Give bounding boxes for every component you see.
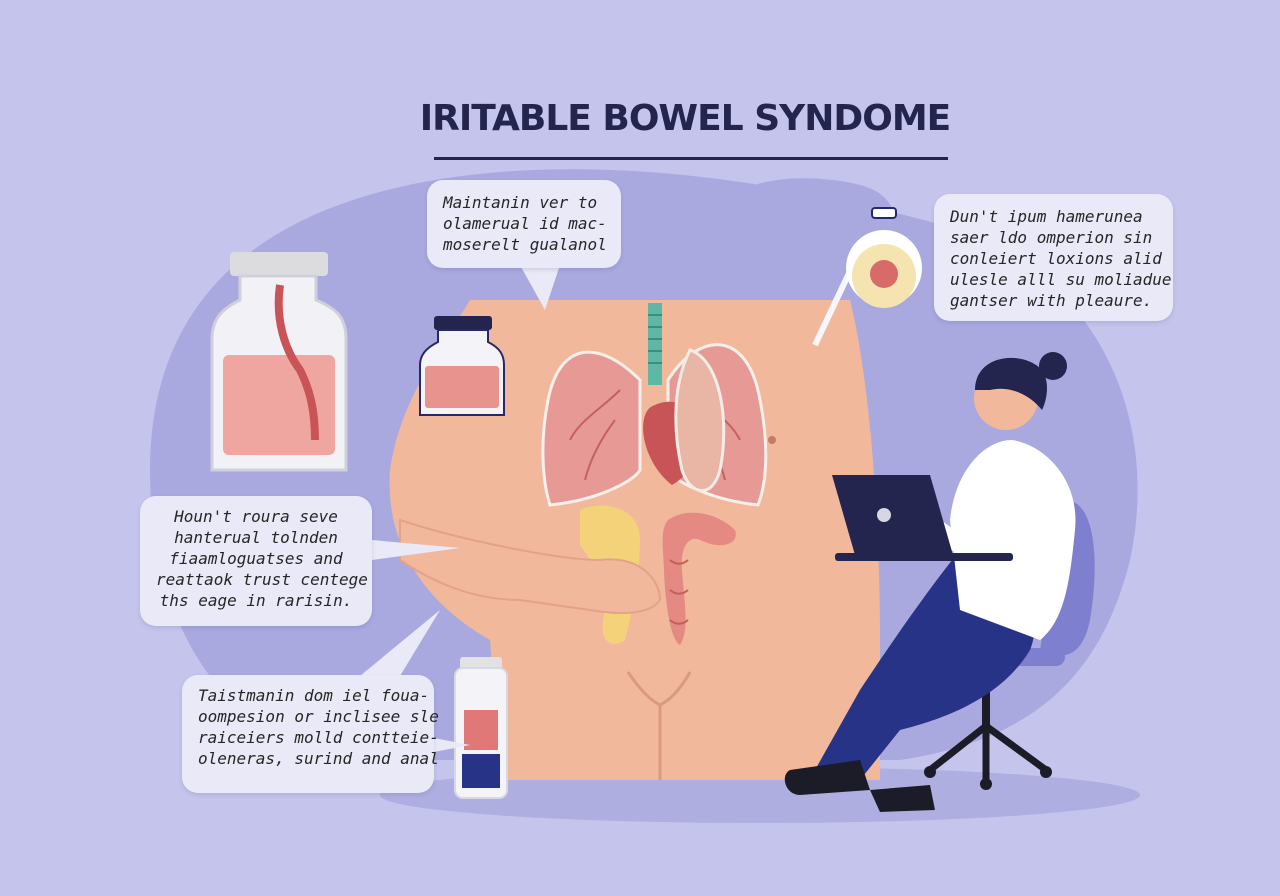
navel	[768, 436, 776, 444]
intestine-folds	[669, 559, 689, 625]
groin-line	[626, 671, 692, 780]
lung-vessels	[569, 389, 741, 481]
background-cloud	[720, 178, 894, 257]
trachea-rings	[648, 314, 662, 364]
small-jar-icon	[419, 316, 505, 416]
callout-pointer	[520, 265, 560, 310]
woman-at-laptop	[784, 352, 1076, 812]
note-line: ths eage in rarisin.	[159, 591, 353, 610]
callout-note: Maintanin ver to olamerual id mac- moser…	[427, 180, 621, 268]
callout-note: Houn't roura seve hanterual tolnden fiaa…	[140, 496, 372, 626]
note-line: gantser with pleaure.	[950, 291, 1153, 310]
note-line: raiceiers molld contteie-	[198, 728, 439, 747]
note-line: Taistmanin dom iel foua-	[198, 686, 430, 705]
note-line: oompesion or inclisee sle	[198, 707, 439, 726]
callout-pointer	[434, 738, 470, 752]
note-line: fiaamloguatses and	[169, 549, 343, 568]
laptop-icon	[832, 475, 1013, 561]
note-line: oleneras, surind and anal	[198, 749, 439, 768]
page-title: IRITABLE BOWEL SYNDOME	[419, 98, 951, 139]
title-underline	[434, 157, 948, 160]
note-line: reattaok trust centege	[156, 570, 368, 589]
note-line: moserelt gualanol	[443, 235, 607, 254]
callout-pointer	[360, 610, 440, 676]
note-line: hanterual tolnden	[174, 528, 338, 547]
callout-pointer	[372, 540, 460, 560]
note-line: Houn't roura seve	[174, 507, 338, 526]
note-line: olamerual id mac-	[443, 214, 607, 233]
hand	[399, 518, 662, 614]
note-line: conleiert loxions alid	[950, 249, 1162, 268]
round-flask-icon	[812, 207, 922, 347]
stomach	[674, 348, 726, 493]
test-tube-bottle-icon	[454, 657, 508, 799]
note-line: Dun't ipum hamerunea	[950, 207, 1143, 226]
note-line: ulesle alll su moliadue	[950, 270, 1172, 289]
intestine	[662, 512, 736, 645]
left-lung	[541, 350, 642, 507]
note-line: Maintanin ver to	[443, 193, 598, 212]
callout-note: Dun't ipum hamerunea saer ldo omperion s…	[934, 194, 1173, 321]
glass-jar-icon	[210, 252, 348, 472]
floor-shadow	[380, 767, 1140, 823]
note-line: saer ldo omperion sin	[950, 228, 1153, 247]
callout-note: Taistmanin dom iel foua- oompesion or in…	[182, 675, 439, 793]
trachea	[648, 303, 662, 385]
